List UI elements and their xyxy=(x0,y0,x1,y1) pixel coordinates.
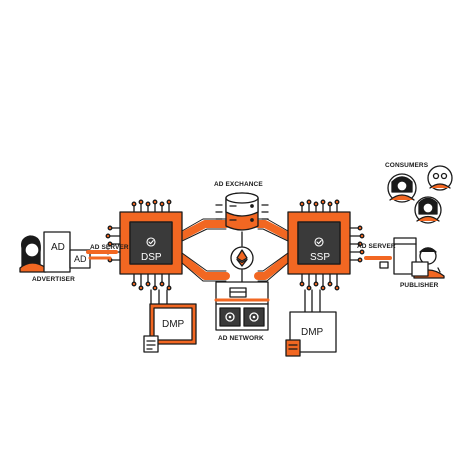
publisher-label: PUBLISHER xyxy=(400,282,439,289)
ssp-exchange-connector-bottom xyxy=(254,254,292,280)
document-icon xyxy=(285,339,301,357)
ad-network-label: AD NETWORK xyxy=(218,335,264,342)
dsp-check-icon xyxy=(146,237,156,247)
gear-icon xyxy=(249,312,259,322)
dmp-left-box xyxy=(143,289,197,353)
publisher-figure xyxy=(364,237,445,279)
ad-exchange-label: AD EXCHANCE xyxy=(214,181,263,188)
ad-card-front-label: AD xyxy=(74,254,87,264)
dsp-exchange-connector-bottom xyxy=(178,254,230,280)
dmp-left-label: DMP xyxy=(162,319,185,330)
ethereum-diamond-icon xyxy=(230,231,254,283)
gear-icon xyxy=(225,312,235,322)
consumers-group xyxy=(387,165,453,224)
dsp-exchange-connector-bottom-outline xyxy=(181,252,227,282)
ad-server-right-label: AD SERVER xyxy=(357,243,396,250)
dmp-right-label: DMP xyxy=(301,327,324,338)
consumers-label: CONSUMERS xyxy=(385,162,429,169)
dmp-right-box xyxy=(285,289,337,357)
ssp-exchange-connector-top xyxy=(254,220,292,240)
ad-server-left-label: AD SERVER xyxy=(90,244,129,251)
ssp-exchange-connector-bottom-outline xyxy=(257,252,289,282)
ssp-check-icon xyxy=(314,237,324,247)
ad-card-back-label: AD xyxy=(51,242,65,253)
ssp-label: SSP xyxy=(310,252,331,263)
browser-window-icon xyxy=(393,237,417,275)
person-icon xyxy=(427,165,453,191)
server-stack-icon xyxy=(215,192,269,231)
dsp-label: DSP xyxy=(141,252,162,263)
document-icon xyxy=(143,335,159,353)
advertiser-label: ADVERTISER xyxy=(32,276,75,283)
ad-network-box xyxy=(214,281,270,331)
advertiser-figure xyxy=(19,231,112,273)
dsp-exchange-connector-top xyxy=(178,220,230,240)
